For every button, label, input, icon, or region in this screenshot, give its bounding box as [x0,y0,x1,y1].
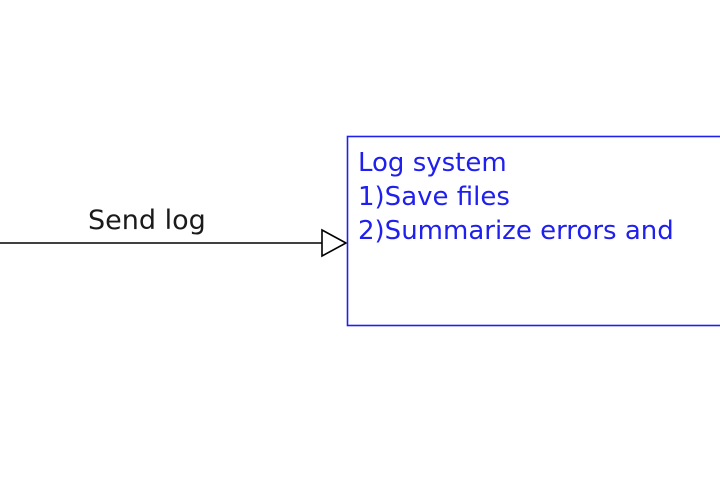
box-item-save-files: 1)Save files [358,182,510,212]
edge-label-send-log: Send log [88,205,206,236]
box-title: Log system [358,148,507,178]
log-system-text: Log system 1)Save files 2)Summarize erro… [358,146,720,248]
log-system-box [346,135,720,327]
box-item-summarize-errors: 2)Summarize errors and [358,216,674,246]
arrowhead-icon [321,228,348,258]
